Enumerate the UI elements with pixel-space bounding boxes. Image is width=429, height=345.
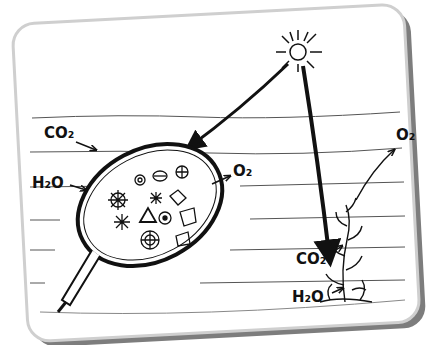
phytoplankton	[108, 166, 196, 249]
card-frame	[12, 4, 426, 345]
gas-arrows	[70, 142, 394, 293]
chemical-label: CO₂	[296, 252, 326, 267]
chemical-label: O₂	[396, 128, 415, 143]
magnifying-glass	[57, 120, 244, 312]
chemical-label: H₂O	[32, 176, 64, 191]
chemical-label: CO₂	[44, 126, 74, 141]
water-lines	[30, 112, 405, 314]
seaweed	[320, 198, 372, 302]
sun	[276, 30, 322, 72]
chemical-label: H₂O	[292, 290, 324, 305]
chemical-label: O₂	[233, 164, 252, 179]
